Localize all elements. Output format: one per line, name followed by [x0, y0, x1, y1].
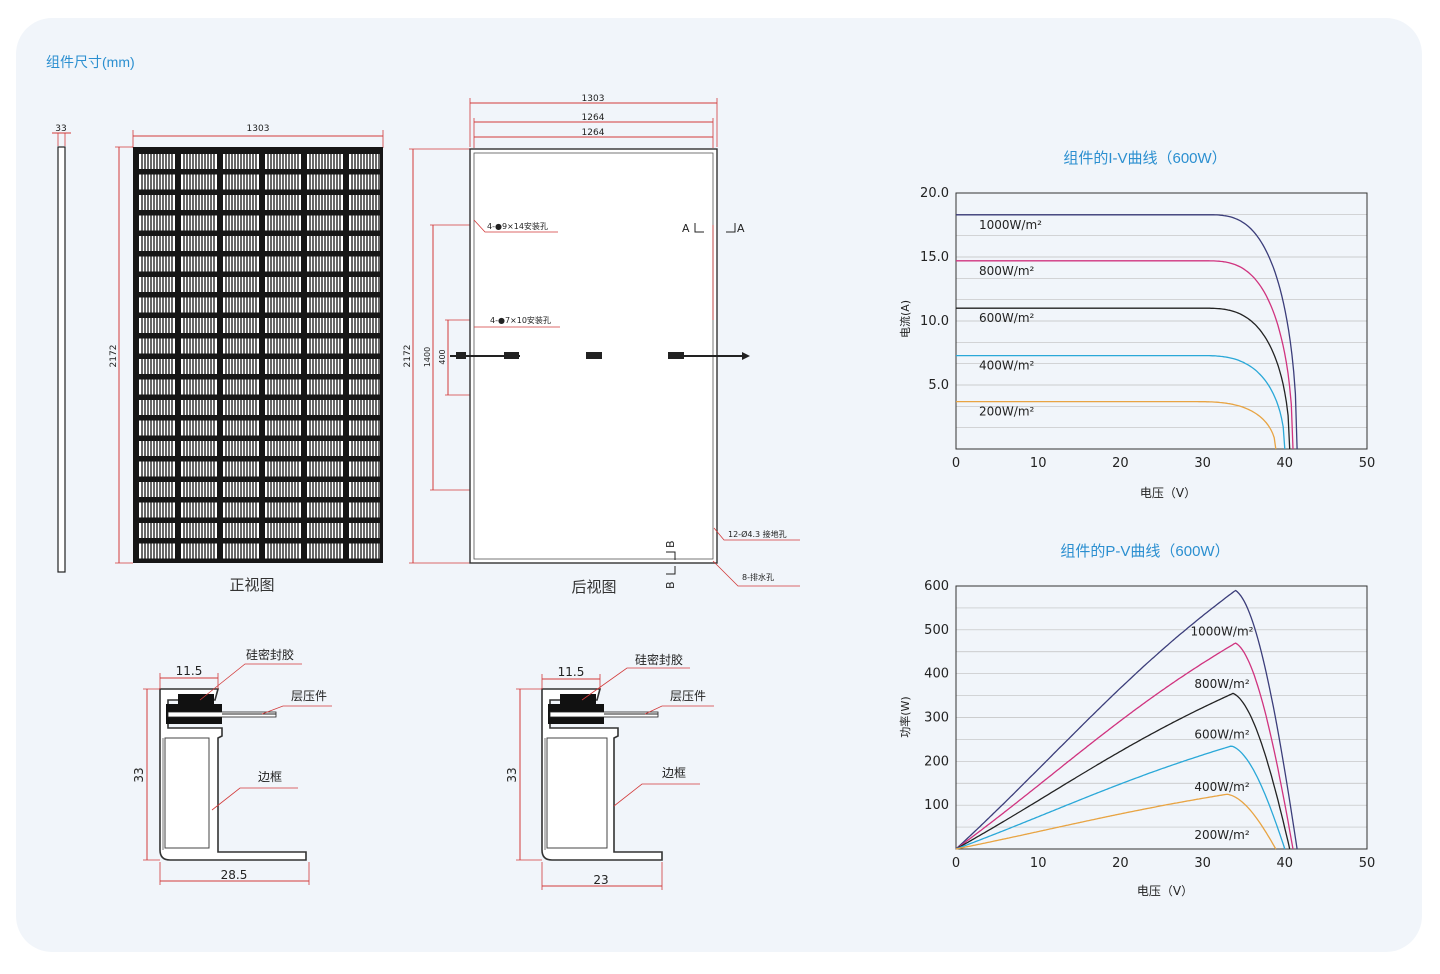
- pv-series-line: [955, 793, 1277, 850]
- pv-y-tick: 300: [924, 711, 949, 726]
- profile-b: 11.5 33 23 硅密封胶 层压件 边框: [505, 652, 714, 890]
- iv-x-tick: 40: [1277, 456, 1294, 471]
- iv-series-line: [956, 307, 1291, 450]
- drain-hole-note: 8-排水孔: [742, 572, 774, 582]
- pv-chart-title: 组件的P-V曲线（600W）: [1060, 543, 1229, 560]
- iv-curves: [956, 214, 1298, 450]
- iv-chart-title: 组件的I-V曲线（600W）: [1063, 150, 1226, 167]
- pv-x-tick: 40: [1277, 856, 1294, 871]
- pv-grid: [956, 607, 1367, 828]
- pv-x-tick: 30: [1194, 856, 1211, 871]
- pv-labels: 1000W/m² 800W/m² 600W/m² 400W/m² 200W/m²: [1191, 624, 1254, 842]
- back-height-label: 2172: [403, 345, 413, 368]
- side-view-thickness-label: 33: [55, 124, 66, 134]
- front-view-caption: 正视图: [229, 576, 274, 594]
- iv-ticks: 0 10 20 30 40 50 5.0 10.0 15.0 20.0: [920, 186, 1375, 471]
- profile-b-label-sealant: 硅密封胶: [635, 652, 683, 667]
- hole-span-outer-label: 1400: [423, 347, 432, 367]
- iv-series-line: [956, 400, 1277, 450]
- pv-y-tick: 200: [924, 754, 949, 769]
- pv-x-tick: 20: [1112, 856, 1129, 871]
- iv-series-label: 200W/m²: [979, 405, 1035, 419]
- profile-a-label-sealant: 硅密封胶: [246, 647, 294, 662]
- pv-series-label: 400W/m²: [1194, 780, 1250, 794]
- iv-series-label: 600W/m²: [979, 311, 1035, 325]
- profile-b-label-frame: 边框: [662, 766, 686, 780]
- ground-hole-note: 12-Ø4.3 接地孔: [728, 529, 787, 539]
- front-height-label: 2172: [109, 345, 119, 368]
- pv-curves: [955, 589, 1298, 850]
- profile-b-bottom-width: 23: [593, 873, 608, 887]
- profile-a: 11.5 33 28.5 硅密封胶 层压件 边框: [132, 647, 332, 885]
- front-view: 1303 2172 正视图: [109, 124, 384, 594]
- pv-ticks: 0 10 20 30 40 50 100 200 300 400 500 600: [924, 579, 1375, 871]
- pv-series-line: [955, 589, 1298, 850]
- iv-y-tick: 20.0: [920, 186, 949, 201]
- profile-a-height: 33: [132, 767, 146, 782]
- iv-series-label: 800W/m²: [979, 264, 1035, 278]
- iv-y-tick: 15.0: [920, 250, 949, 265]
- pv-series-line: [955, 642, 1294, 850]
- mount-hole-note-2: 4-●7×10安装孔: [490, 315, 551, 325]
- iv-y-tick: 10.0: [920, 314, 949, 329]
- profile-a-bottom-width: 28.5: [221, 868, 248, 882]
- mount-hole-note-1: 4-●9×14安装孔: [487, 221, 548, 231]
- section-b-bottom-marker: B: [664, 581, 677, 589]
- side-view-frame: [57, 146, 66, 573]
- section-a-left-marker: A: [682, 222, 690, 235]
- back-width-inner-label: 1264: [582, 128, 605, 138]
- iv-series-line: [956, 354, 1286, 450]
- profile-b-top-width: 11.5: [558, 665, 585, 679]
- section-a-right-marker: A: [737, 222, 745, 235]
- hole-span-inner-label: 400: [438, 349, 447, 364]
- iv-grid: [956, 213, 1367, 429]
- pv-y-tick: 400: [924, 667, 949, 682]
- iv-x-axis-label: 电压（V）: [1140, 486, 1196, 500]
- pv-series-label: 200W/m²: [1194, 828, 1250, 842]
- profile-a-label-frame: 边框: [258, 770, 282, 784]
- iv-series-line: [956, 260, 1294, 450]
- profile-b-height: 33: [505, 767, 519, 782]
- iv-chart: 组件的I-V曲线（600W） 0 10 20 30 40 50 5.0 10.0 15.0 20.…: [898, 150, 1375, 500]
- pv-x-tick: 50: [1359, 856, 1376, 871]
- iv-labels: 1000W/m² 800W/m² 600W/m² 400W/m² 200W/m²: [979, 218, 1042, 419]
- pv-x-tick: 0: [952, 856, 960, 871]
- section-b-top-marker: B: [664, 540, 677, 548]
- iv-x-tick: 0: [952, 456, 960, 471]
- pv-y-axis-label: 功率(W): [898, 696, 912, 737]
- pv-y-tick: 100: [924, 798, 949, 813]
- pv-plot-frame: [955, 585, 1368, 850]
- pv-series-label: 600W/m²: [1194, 727, 1250, 741]
- side-view: 33: [52, 124, 71, 573]
- back-width-mid-label: 1264: [582, 113, 605, 123]
- pv-chart: 组件的P-V曲线（600W） 0 10 20 30 40 50 100 200 300 400 50…: [898, 543, 1375, 898]
- iv-y-tick: 5.0: [928, 378, 949, 393]
- pv-series-line: [955, 745, 1286, 850]
- iv-x-tick: 50: [1359, 456, 1376, 471]
- iv-y-axis-label: 电流(A): [898, 300, 912, 338]
- iv-x-tick: 20: [1112, 456, 1129, 471]
- section-title: 组件尺寸(mm): [46, 54, 135, 70]
- profile-b-label-laminate: 层压件: [670, 689, 706, 703]
- pv-x-axis-label: 电压（V）: [1137, 884, 1193, 898]
- pv-y-tick: 600: [924, 579, 949, 594]
- iv-series-label: 400W/m²: [979, 359, 1035, 373]
- iv-plot-frame: [955, 192, 1368, 450]
- iv-series-label: 1000W/m²: [979, 218, 1042, 232]
- pv-series-label: 800W/m²: [1194, 677, 1250, 691]
- front-width-label: 1303: [247, 124, 270, 134]
- back-view-caption: 后视图: [571, 578, 616, 596]
- pv-y-tick: 500: [924, 623, 949, 638]
- iv-series-line: [956, 214, 1298, 450]
- back-width-outer-label: 1303: [582, 94, 605, 104]
- profile-a-top-width: 11.5: [176, 664, 203, 678]
- iv-x-tick: 10: [1030, 456, 1047, 471]
- iv-x-tick: 30: [1194, 456, 1211, 471]
- back-view: 1303 1264 1264 2172 1400 400 4-: [403, 94, 800, 596]
- pv-series-label: 1000W/m²: [1191, 624, 1254, 638]
- profile-a-label-laminate: 层压件: [291, 689, 327, 703]
- pv-series-line: [955, 692, 1291, 850]
- pv-x-tick: 10: [1030, 856, 1047, 871]
